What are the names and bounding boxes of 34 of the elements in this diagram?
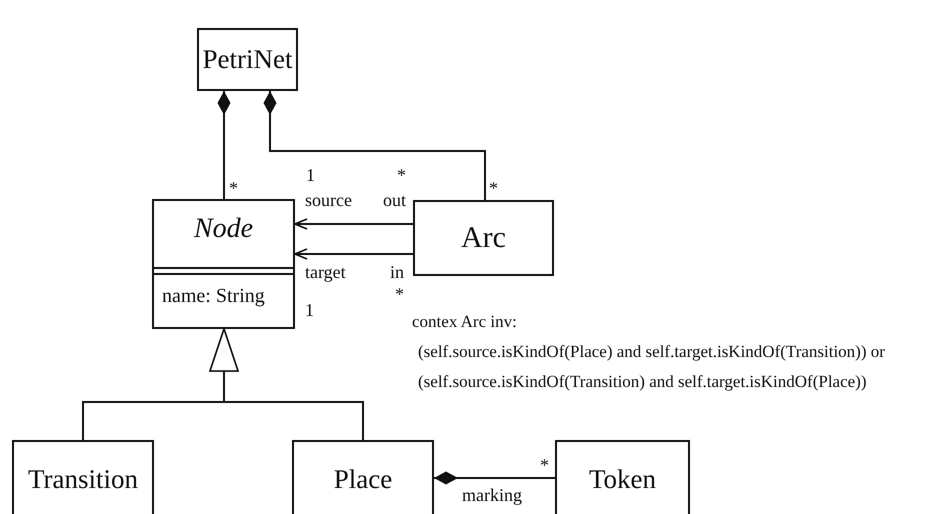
- edge-label: source: [305, 190, 352, 210]
- class-box: [413, 200, 554, 276]
- edge-label: *: [229, 178, 238, 198]
- class-box: [12, 440, 154, 514]
- constraint-note: (self.source.isKindOf(Transition) and self.target.isKindOf(Place)): [418, 372, 867, 392]
- class-name: PetriNet: [202, 44, 294, 76]
- attribute-text: name: String: [162, 285, 265, 308]
- multiplicity-label: 1: [306, 165, 315, 185]
- class-name: Transition: [26, 464, 140, 496]
- composition-line: [218, 91, 230, 199]
- edge-label: *: [489, 178, 498, 198]
- class-box: [197, 28, 298, 91]
- multiplicity-label: 1: [305, 300, 314, 320]
- composition-line: [434, 472, 555, 484]
- composition-line: [264, 91, 486, 200]
- constraint-note: contex Arc inv:: [412, 312, 517, 332]
- association-arrow: [294, 248, 413, 260]
- role-label: in: [390, 262, 404, 282]
- edge-label: marking: [462, 485, 522, 505]
- class-name: Token: [588, 464, 658, 496]
- role-label: out: [383, 190, 406, 210]
- class-box: [555, 440, 690, 514]
- constraint-note: (self.source.isKindOf(Place) and self.target.isKindOf(Transition)) or: [418, 342, 885, 362]
- multiplicity-label: *: [397, 165, 406, 185]
- class-box: [292, 440, 434, 514]
- class-name: Node: [192, 213, 254, 246]
- association-arrow: [294, 218, 413, 230]
- class-name: Arc: [460, 220, 507, 256]
- inheritance-arrow: [209, 328, 364, 440]
- multiplicity-label: *: [395, 284, 404, 304]
- class-box: [152, 199, 295, 329]
- class-name: Place: [332, 464, 394, 496]
- edge-label: target: [305, 262, 346, 282]
- multiplicity-label: *: [540, 455, 549, 475]
